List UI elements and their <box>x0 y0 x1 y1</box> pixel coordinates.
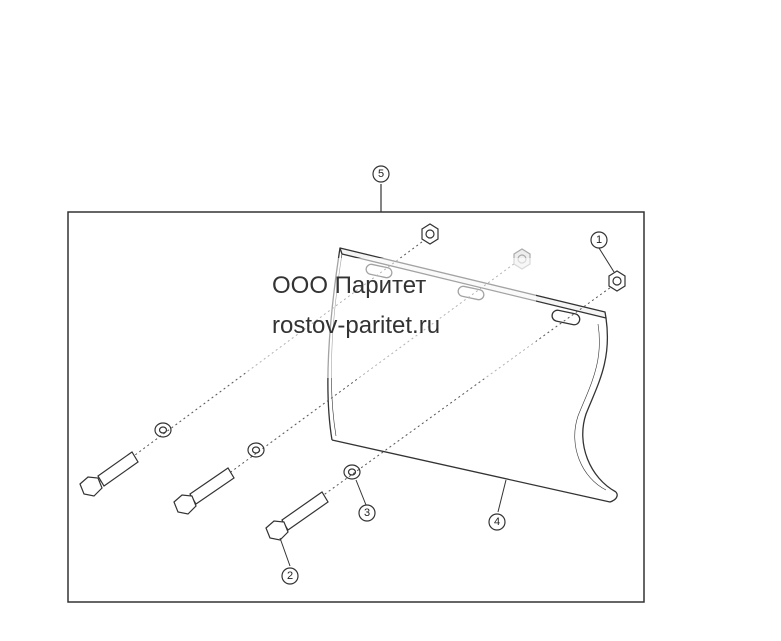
callout-2: 2 <box>281 567 299 585</box>
callout-5: 5 <box>372 165 390 183</box>
leader-4 <box>497 479 507 513</box>
callout-1: 1 <box>590 231 608 249</box>
watermark-company-name: ООО Паритет <box>272 272 427 299</box>
leader-1 <box>598 247 615 273</box>
watermark-website: rostov-paritet.ru <box>272 312 441 339</box>
bolt-1 <box>79 451 139 497</box>
callout-1-label: 1 <box>596 234 602 246</box>
leader-3 <box>355 479 367 506</box>
watermark-backdrop <box>246 258 536 378</box>
callout-4-label: 4 <box>494 516 500 528</box>
washer-1 <box>154 422 172 438</box>
leader-2 <box>279 537 291 567</box>
washer-2 <box>247 442 265 458</box>
callout-2-label: 2 <box>287 570 293 582</box>
bolt-3 <box>265 491 329 541</box>
assembly-lines <box>95 235 619 529</box>
washer-3 <box>343 464 361 480</box>
hex-nut-3 <box>608 270 626 292</box>
callout-5-label: 5 <box>378 168 384 180</box>
bolt-2 <box>173 467 235 515</box>
callout-4: 4 <box>488 513 506 531</box>
hex-nut-1 <box>421 223 439 245</box>
callout-3-label: 3 <box>364 507 370 519</box>
assembly-frame <box>67 211 645 603</box>
callout-3: 3 <box>358 504 376 522</box>
